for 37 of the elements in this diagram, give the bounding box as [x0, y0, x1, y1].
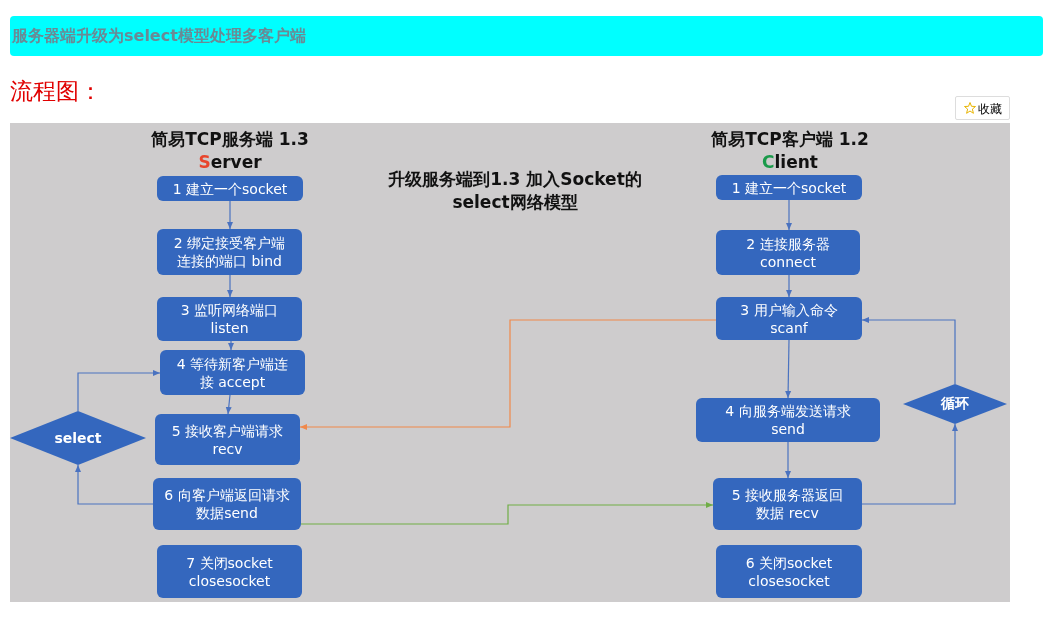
arrow	[227, 200, 233, 230]
decision-diamond: select	[10, 411, 146, 465]
process-box: 3 用户输入命令 scanf	[716, 297, 862, 340]
process-box: 5 接收服务器返回数据 recv	[713, 478, 862, 530]
process-box: 4 向服务端发送请求 send	[696, 398, 880, 442]
process-box: 4 等待新客户端连接 accept	[160, 350, 305, 395]
process-box: 5 接收客户端请求 recv	[155, 414, 300, 465]
column-subheading: Server	[197, 152, 263, 172]
process-box: 6 关闭socket closesocket	[716, 545, 862, 598]
process-box: 1 建立一个socket	[716, 175, 862, 200]
column-heading: 简易TCP客户端 1.2	[710, 128, 870, 151]
arrow	[77, 370, 161, 412]
process-box: 6 向客户端返回请求数据send	[153, 478, 301, 530]
process-box: 3 监听网络端口 listen	[157, 297, 302, 341]
process-box: 1 建立一个socket	[157, 176, 303, 201]
button-label: 收藏	[977, 102, 1002, 116]
heading: 流程图：	[10, 77, 103, 106]
arrow	[300, 502, 714, 525]
arrow	[228, 340, 234, 351]
arrow	[227, 274, 233, 298]
arrow	[75, 464, 154, 505]
arrow	[861, 317, 956, 385]
process-box: 7 关闭socket closesocket	[157, 545, 302, 598]
decision-diamond: 循环	[903, 384, 1007, 424]
arrow	[785, 441, 791, 479]
arrow	[786, 274, 792, 298]
arrow	[786, 199, 792, 231]
arrow	[225, 394, 232, 415]
slide-heading: 升级服务端到1.3 加入Socket的select网络模型	[387, 168, 643, 214]
column-subheading: Client	[761, 152, 819, 172]
arrow	[785, 339, 792, 399]
arrow	[299, 319, 717, 430]
title: 服务器端升级为select模型处理多客户端	[12, 26, 306, 47]
process-box: 2 连接服务器 connect	[716, 230, 860, 275]
arrow	[861, 423, 958, 505]
process-box: 2 绑定接受客户端连接的端口 bind	[157, 229, 302, 275]
column-heading: 简易TCP服务端 1.3	[150, 128, 310, 151]
